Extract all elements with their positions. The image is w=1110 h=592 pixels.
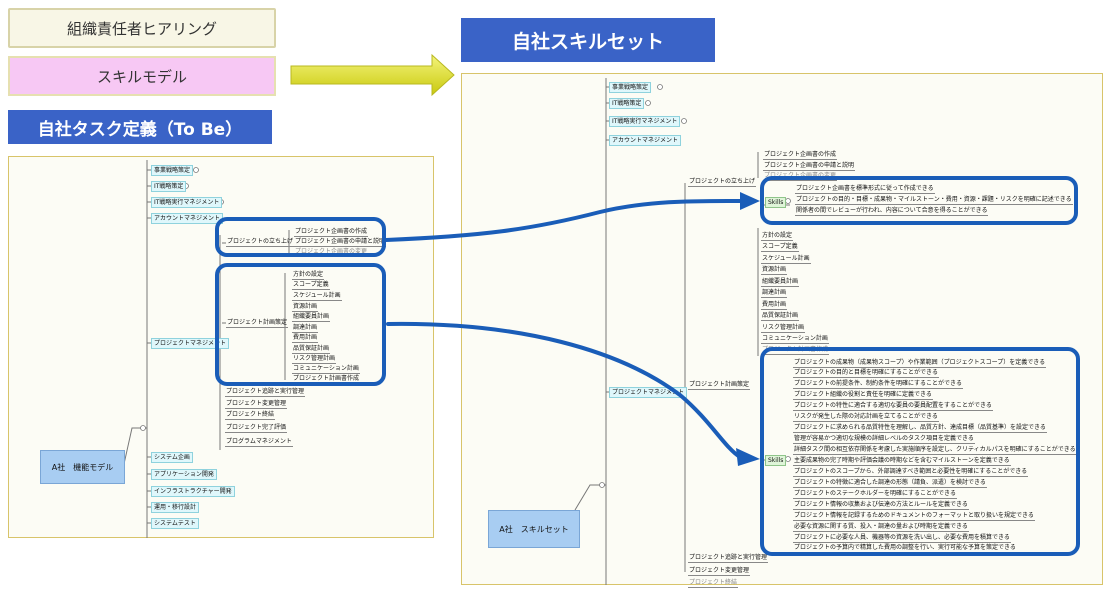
right-plan-skill: 必要な資源に関する質、投入・調達の量および時期を定義できる: [793, 523, 969, 532]
right-after-plan[interactable]: プロジェクト変更管理: [688, 567, 751, 576]
task-definition-label: 自社タスク定義（To Be）: [8, 110, 272, 144]
right-node-it-strategy[interactable]: IT戦略策定: [609, 98, 645, 109]
right-plan-child[interactable]: コミュニケーション計画: [761, 335, 829, 344]
right-root-node[interactable]: A社 スキルセット: [488, 510, 580, 548]
right-plan-skill: プロジェクトに求められる品質特性を理解し、品質方針、達成目標（品質基準）を設定で…: [793, 424, 1047, 433]
right-plan-skill: プロジェクトの成果物（成果物スコープ）や作業範囲（プロジェクトスコープ）を定義で…: [793, 359, 1047, 368]
left-node-launch[interactable]: プロジェクトの立ち上げ: [226, 238, 295, 247]
right-plan-highlight: [760, 347, 1080, 556]
left-after-plan[interactable]: プロジェクト終結: [225, 411, 276, 420]
right-plan-skill: プロジェクトの特性に適合する適切な要員の要員配置をすることができる: [793, 402, 993, 411]
right-plan-skill: プロジェクトのスコープから、外部調達すべき範囲と必要性を明確にすることができる: [793, 468, 1029, 477]
left-root-node[interactable]: A社 機能モデル: [40, 450, 125, 484]
right-plan-child[interactable]: 調達計画: [761, 289, 788, 298]
launch-arrowhead: [740, 192, 760, 210]
right-launch-skill: プロジェクト企画書を標準形式に従って作成できる: [795, 185, 935, 194]
right-launch-child[interactable]: プロジェクト企画書の申請と説明: [763, 162, 856, 171]
right-plan-child[interactable]: リスク管理計画: [761, 324, 806, 333]
left-node-pm[interactable]: プロジェクトマネジメント: [151, 338, 230, 349]
left-after-plan[interactable]: プロジェクト変更管理: [225, 400, 288, 409]
right-launch-skills-tag[interactable]: Skills: [765, 197, 787, 208]
right-launch-highlight: [760, 176, 1078, 225]
left-bottom-node[interactable]: インフラストラクチャー開発: [151, 486, 235, 497]
right-plan-skill: プロジェクトの前提条件、制約条件を明確にすることができる: [793, 380, 963, 389]
left-bottom-node[interactable]: 運用・移行設計: [151, 502, 200, 513]
right-plan-skill: プロジェクトのステークホルダーを明確にすることができる: [793, 490, 957, 499]
right-plan-skill: 管理が容易かつ適切な規模の詳細レベルのタスク項目を定義できる: [793, 435, 975, 444]
right-node-account[interactable]: アカウントマネジメント: [609, 135, 682, 146]
left-launch-child-1[interactable]: プロジェクト企画書の申請と説明: [294, 238, 387, 247]
right-plan-skill: プロジェクトに必要な人員、機器等の資源を洗い出し、必要な費用を積算できる: [793, 534, 1011, 543]
left-plan-child[interactable]: コミュニケーション計画: [292, 365, 360, 374]
left-node-business-strategy[interactable]: 事業戦略策定: [151, 165, 194, 176]
left-plan-child[interactable]: 組織要員計画: [292, 313, 331, 322]
right-mindmap-panel: [461, 73, 1103, 585]
right-plan-skill: リスクが発生した際の対応計画を立てることができる: [793, 413, 939, 422]
right-plan-child[interactable]: 費用計画: [761, 301, 788, 310]
right-plan-skill: プロジェクト情報の収集および伝達の方法とルールを定義できる: [793, 501, 969, 510]
left-plan-child[interactable]: 調達計画: [292, 324, 319, 333]
right-plan-skill: プロジェクト情報を記録するためのドキュメントのフォーマットと取り扱いを規定できる: [793, 512, 1035, 521]
right-plan-child[interactable]: 品質保証計画: [761, 312, 800, 321]
right-plan-skill: プロジェクトの特徴に適合した調達の形態（請負、派遣）を検討できる: [793, 479, 987, 488]
plan-connector-arrow: [386, 321, 742, 459]
skill-model-button[interactable]: スキルモデル: [8, 56, 276, 96]
left-after-plan[interactable]: プロジェクト完了評価: [225, 424, 288, 433]
left-plan-child[interactable]: リスク管理計画: [292, 355, 337, 364]
right-launch-skill: 関係者の間でレビューが行われ、内容について合意を得ることができる: [795, 207, 989, 216]
left-bottom-node[interactable]: システムテスト: [151, 518, 199, 529]
right-after-plan[interactable]: プロジェクト終結: [688, 579, 739, 588]
left-bottom-node[interactable]: アプリケーション開発: [151, 469, 217, 480]
right-plan-skill: プロジェクト組織の役割と責任を明確に定義できる: [793, 391, 933, 400]
right-plan-child[interactable]: スコープ定義: [761, 243, 799, 252]
launch-connector-arrow: [384, 198, 742, 242]
right-plan-child[interactable]: 方針の設定: [761, 232, 794, 241]
right-plan-child[interactable]: 資源計画: [761, 266, 788, 275]
right-plan-skills-tag[interactable]: Skills: [765, 455, 787, 466]
right-plan-skill: 詳細タスク間の相互依存関係を考慮した実施順序を設定し、クリティカルパスを明確にす…: [793, 446, 1077, 455]
left-after-plan[interactable]: プログラムマネジメント: [225, 438, 293, 447]
left-node-it-exec[interactable]: IT戦略実行マネジメント: [151, 197, 223, 208]
right-node-launch[interactable]: プロジェクトの立ち上げ: [688, 178, 757, 187]
left-plan-child[interactable]: スコープ定義: [292, 281, 330, 290]
right-node-plan[interactable]: プロジェクト計画策定: [688, 381, 751, 390]
right-node-it-exec[interactable]: IT戦略実行マネジメント: [609, 116, 681, 127]
left-plan-child[interactable]: スケジュール計画: [292, 292, 342, 301]
left-plan-child[interactable]: 費用計画: [292, 334, 319, 343]
right-node-business-strategy[interactable]: 事業戦略策定: [609, 82, 652, 93]
left-node-plan[interactable]: プロジェクト計画策定: [226, 319, 289, 328]
right-plan-child[interactable]: 組織要員計画: [761, 278, 800, 287]
left-node-it-strategy[interactable]: IT戦略策定: [151, 181, 187, 192]
left-launch-highlight: [215, 217, 386, 257]
left-plan-child[interactable]: 方針の設定: [292, 271, 325, 280]
left-plan-highlight: [215, 263, 386, 386]
right-plan-child[interactable]: スケジュール計画: [761, 255, 811, 264]
right-plan-skill: プロジェクトの目的と目標を明確にすることができる: [793, 369, 939, 378]
right-after-plan[interactable]: プロジェクト追跡と実行管理: [688, 554, 769, 563]
own-skill-set-label: 自社スキルセット: [461, 18, 715, 62]
right-node-pm[interactable]: プロジェクトマネジメント: [609, 387, 688, 398]
left-bottom-node[interactable]: システム企画: [151, 452, 193, 463]
yellow-arrow: [290, 53, 455, 97]
right-launch-skill: プロジェクトの目的・目標・成果物・マイルストーン・費用・資源・課題・リスクを明確…: [795, 196, 1073, 205]
plan-arrowhead: [736, 448, 760, 466]
right-launch-child[interactable]: プロジェクト企画書の作成: [763, 151, 838, 160]
right-plan-skill: 主要成果物の完了時期や評価会議の時期などを含むマイルストーンを定義できる: [793, 457, 1011, 466]
left-launch-child-0[interactable]: プロジェクト企画書の作成: [294, 228, 369, 237]
left-plan-child[interactable]: 資源計画: [292, 303, 319, 312]
left-plan-child[interactable]: 品質保証計画: [292, 345, 331, 354]
left-after-plan[interactable]: プロジェクト追跡と実行管理: [225, 388, 306, 397]
hearing-button[interactable]: 組織責任者ヒアリング: [8, 8, 276, 48]
right-launch-child[interactable]: プロジェクト企画書の変更: [763, 172, 838, 181]
